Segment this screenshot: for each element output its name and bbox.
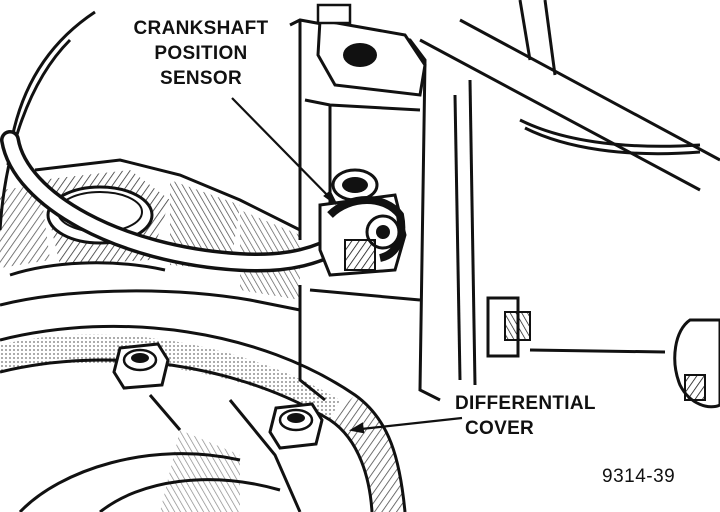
crankshaft-sensor-label: CRANKSHAFT POSITION SENSOR: [96, 16, 306, 91]
callout-leaders: [231, 97, 463, 434]
bell-housing-shading: [0, 334, 405, 512]
crankshaft-sensor-label-line-3: SENSOR: [159, 68, 243, 89]
diagonal-tube: [419, 0, 720, 192]
crankshaft-position-sensor: [318, 168, 407, 277]
sensor-cable: [0, 130, 355, 273]
cover-leader-line: [351, 416, 463, 432]
crankshaft-sensor-label-line-1: CRANKSHAFT: [133, 18, 269, 39]
figure-number: 9314-39: [602, 466, 676, 487]
housing-bolt-left: [112, 342, 170, 390]
differential-cover-label: DIFFERENTIAL COVER: [455, 391, 630, 441]
crankshaft-sensor-label-line-2: POSITION: [154, 43, 248, 64]
housing-bolt-center: [268, 402, 324, 450]
differential-bolt: [486, 296, 720, 409]
differential-cover-label-line-1: DIFFERENTIAL: [455, 393, 596, 414]
differential-cover-label-line-2: COVER: [465, 418, 535, 439]
sensor-leader-line: [231, 97, 337, 205]
mounting-bracket: [316, 3, 427, 97]
